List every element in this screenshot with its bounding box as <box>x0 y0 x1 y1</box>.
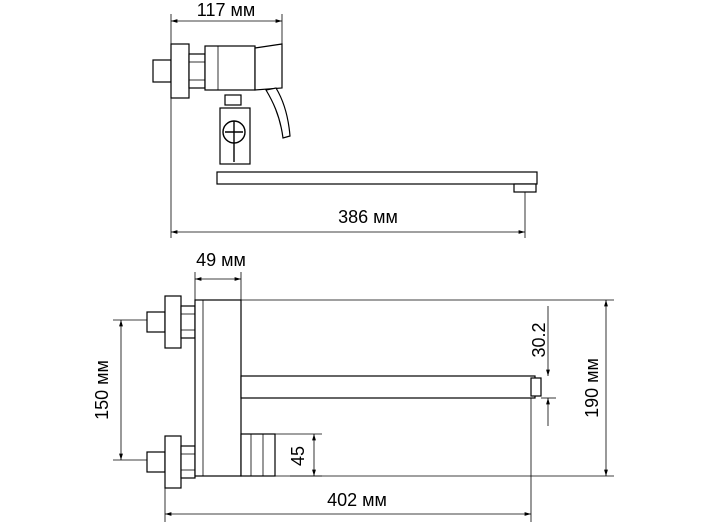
top-nut <box>188 53 206 89</box>
front-lower-flange <box>164 435 182 489</box>
dim-386: 386 мм <box>338 207 398 227</box>
front-outlet <box>240 433 276 477</box>
front-upper-stub <box>146 311 166 333</box>
dim-45: 45 <box>288 446 308 466</box>
dim-402: 402 мм <box>327 490 387 510</box>
top-stub <box>152 59 172 83</box>
front-lower-nut <box>180 445 196 479</box>
dim-190: 190 мм <box>582 358 602 418</box>
top-diverter <box>219 107 251 165</box>
top-handle <box>254 43 283 91</box>
dim-30-2: 30.2 <box>529 322 549 357</box>
top-flange <box>170 43 190 99</box>
dim-49: 49 мм <box>196 250 246 270</box>
top-view: 117 мм 386 мм <box>152 0 538 238</box>
front-spout <box>240 375 536 399</box>
top-diverter-cap <box>224 94 242 106</box>
front-body <box>194 299 242 477</box>
front-upper-nut <box>180 305 196 339</box>
top-body <box>204 45 256 91</box>
front-upper-flange <box>164 295 182 349</box>
dim-150: 150 мм <box>92 360 112 420</box>
dim-117: 117 мм <box>197 0 255 20</box>
top-aerator <box>513 183 537 193</box>
top-lever <box>265 87 291 139</box>
top-spout <box>216 171 538 185</box>
front-lower-stub <box>146 451 166 473</box>
front-view: 49 мм 150 мм 190 мм 30.2 45 402 мм <box>92 250 614 522</box>
front-spout-end <box>530 377 542 397</box>
